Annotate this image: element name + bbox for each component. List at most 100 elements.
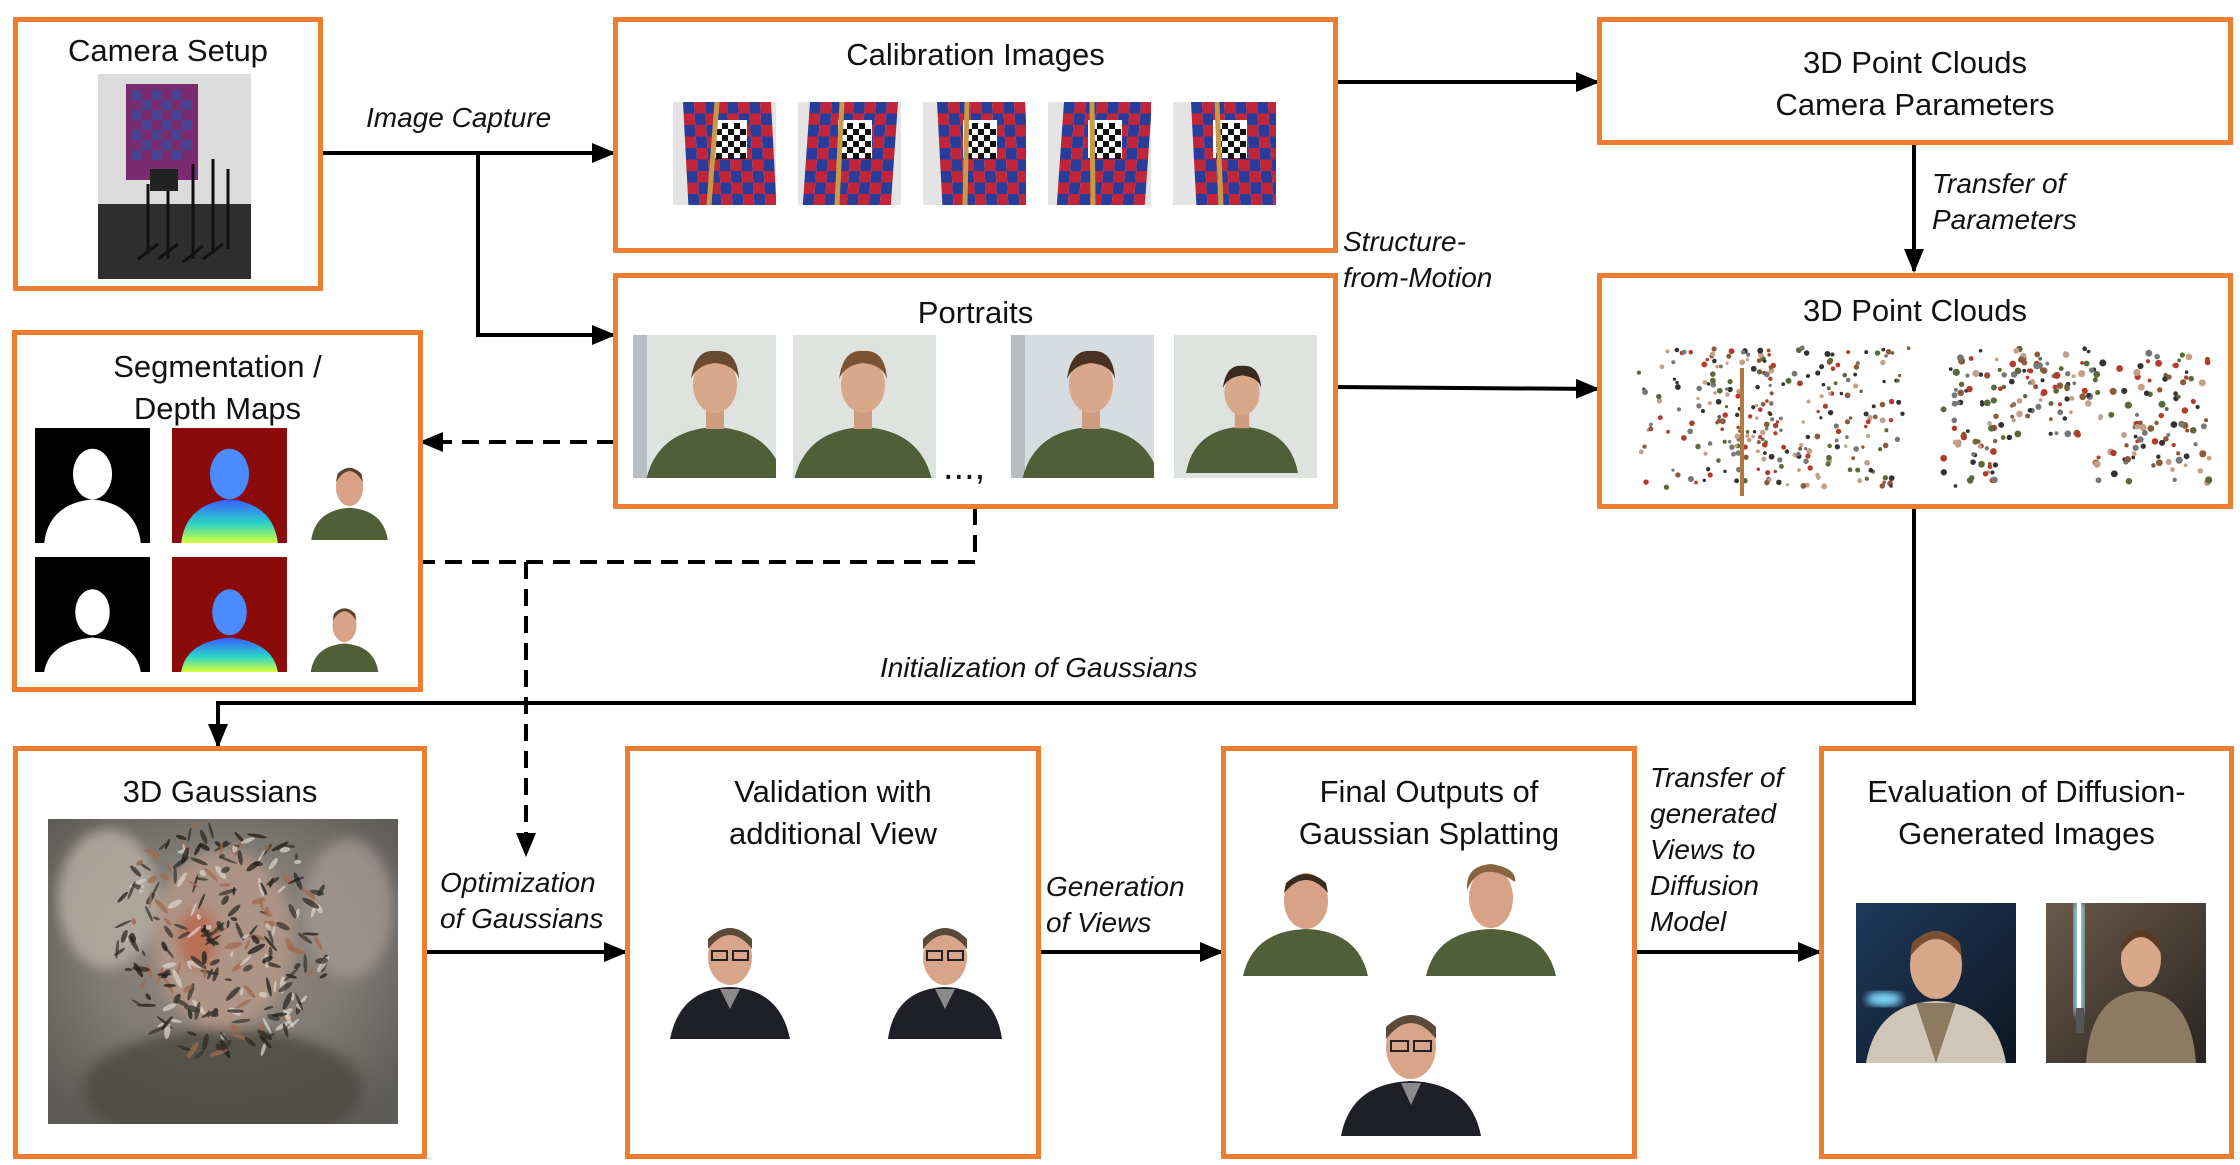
gaussian-splat — [148, 890, 153, 909]
gaussian-splat — [230, 1024, 239, 1030]
point-cloud-dot — [1715, 365, 1719, 369]
point-cloud-dot — [2083, 360, 2090, 367]
gaussian-splat — [145, 905, 153, 922]
point-cloud-dot — [2147, 378, 2152, 383]
point-cloud-dot — [1953, 484, 1958, 488]
gaussian-splat — [206, 931, 215, 947]
gaussian-splat — [257, 1029, 273, 1041]
point-cloud-dot — [1735, 450, 1742, 456]
point-cloud-dot — [2176, 451, 2181, 456]
point-cloud-dot — [1853, 446, 1860, 452]
point-cloud-dot — [1979, 400, 1984, 404]
gaussian-splat — [221, 895, 230, 905]
gaussian-splat — [139, 885, 145, 894]
gaussian-splat — [277, 885, 286, 893]
gaussian-splat — [246, 860, 260, 872]
point-cloud-dot — [2069, 410, 2073, 415]
point-cloud-dot — [1638, 449, 1644, 455]
diffusion-image-1 — [1856, 903, 2016, 1063]
point-cloud-dot — [2040, 367, 2048, 374]
point-cloud-dot — [1845, 377, 1851, 383]
gaussian-splat — [200, 829, 208, 845]
gaussian-splat — [266, 977, 272, 997]
point-cloud-dot — [1866, 433, 1871, 439]
gaussian-splat — [131, 917, 137, 925]
point-cloud-dot — [1713, 391, 1717, 395]
point-cloud-dot — [1801, 420, 1805, 424]
point-cloud-dot — [1844, 419, 1851, 425]
point-cloud-dot — [1636, 370, 1642, 375]
point-cloud-dot — [1734, 478, 1740, 484]
gaussian-splat — [271, 841, 289, 852]
point-cloud-dot — [1805, 434, 1811, 440]
gaussian-splat — [226, 920, 230, 929]
point-cloud-dot — [1763, 421, 1770, 428]
point-cloud-dot — [2189, 426, 2197, 434]
gaussian-splat — [209, 959, 220, 966]
point-cloud-dot — [1643, 479, 1649, 485]
gaussian-splat — [154, 898, 168, 914]
point-cloud-dot — [1966, 385, 1973, 393]
gaussian-splat — [273, 980, 277, 993]
point-cloud-dot — [1940, 454, 1947, 462]
point-cloud-dot — [2120, 431, 2127, 439]
gaussian-splat — [156, 972, 172, 977]
gaussian-splat — [233, 844, 240, 848]
point-cloud-dot — [1803, 458, 1809, 464]
gaussian-splat — [258, 991, 268, 998]
portraits-title: Portraits — [917, 295, 1034, 330]
point-cloud-dot — [1799, 443, 1804, 448]
point-cloud-dot — [1757, 352, 1764, 358]
gaussian-splat — [251, 935, 260, 945]
gaussian-splat — [194, 843, 202, 856]
point-cloud-dot — [2154, 420, 2159, 426]
segmented-portrait — [307, 597, 382, 672]
point-cloud-dot — [1727, 378, 1733, 385]
point-cloud-dot — [1746, 437, 1752, 443]
point-cloud-dot — [1792, 452, 1798, 458]
point-cloud-dot — [1734, 443, 1738, 448]
final-output-3 — [1336, 1001, 1486, 1136]
gaussian-splat — [278, 981, 293, 993]
point-cloud-dot — [1857, 478, 1863, 484]
portrait-image — [793, 335, 936, 478]
point-cloud-dot — [1675, 380, 1679, 385]
point-cloud-dot — [2165, 458, 2172, 465]
point-cloud-dot — [1724, 404, 1729, 409]
point-cloud-dot — [1800, 482, 1807, 489]
point-cloud-dot — [1695, 443, 1701, 450]
evaluation-box: Evaluation of Diffusion- Generated Image… — [1819, 746, 2234, 1159]
point-cloud-dot — [2145, 359, 2151, 364]
gaussian-splat — [283, 968, 299, 982]
point-cloud-dot — [1878, 447, 1883, 452]
point-cloud-dot — [1821, 382, 1826, 387]
point-cloud-dot — [2057, 409, 2064, 416]
gaussian-splats — [114, 822, 330, 1060]
point-cloud-dot — [2093, 370, 2101, 378]
point-cloud-dot — [2089, 367, 2095, 373]
point-cloud-dot — [1803, 446, 1808, 451]
point-cloud-dot — [1990, 470, 1995, 475]
gaussian-splat — [293, 859, 302, 864]
point-cloud-dot — [1751, 434, 1755, 439]
point-cloud-dot — [1882, 475, 1888, 481]
gaussian-splat — [218, 888, 237, 896]
label-transfer-views: Transfer of generated Views to Diffusion… — [1650, 762, 1784, 937]
point-cloud-dot — [1833, 423, 1839, 429]
gaussian-splat — [297, 932, 313, 944]
gaussian-splat — [147, 875, 158, 884]
point-cloud-dot — [1822, 403, 1828, 409]
label-generation-views: Generation of Views — [1046, 871, 1185, 938]
gaussian-splat — [282, 991, 293, 1010]
point-cloud-dot — [2197, 468, 2204, 474]
arrow-sfm — [1335, 378, 1600, 399]
gaussian-splat — [162, 1003, 177, 1012]
gaussian-splat — [161, 962, 177, 969]
point-cloud-dot — [1768, 383, 1772, 388]
point-cloud-dot — [1763, 451, 1767, 455]
point-cloud-dot — [1940, 469, 1947, 476]
point-cloud-dot — [1867, 414, 1873, 421]
gaussian-splat — [219, 841, 223, 855]
point-cloud-dot — [2137, 383, 2145, 391]
point-cloud-dot — [1781, 444, 1787, 450]
